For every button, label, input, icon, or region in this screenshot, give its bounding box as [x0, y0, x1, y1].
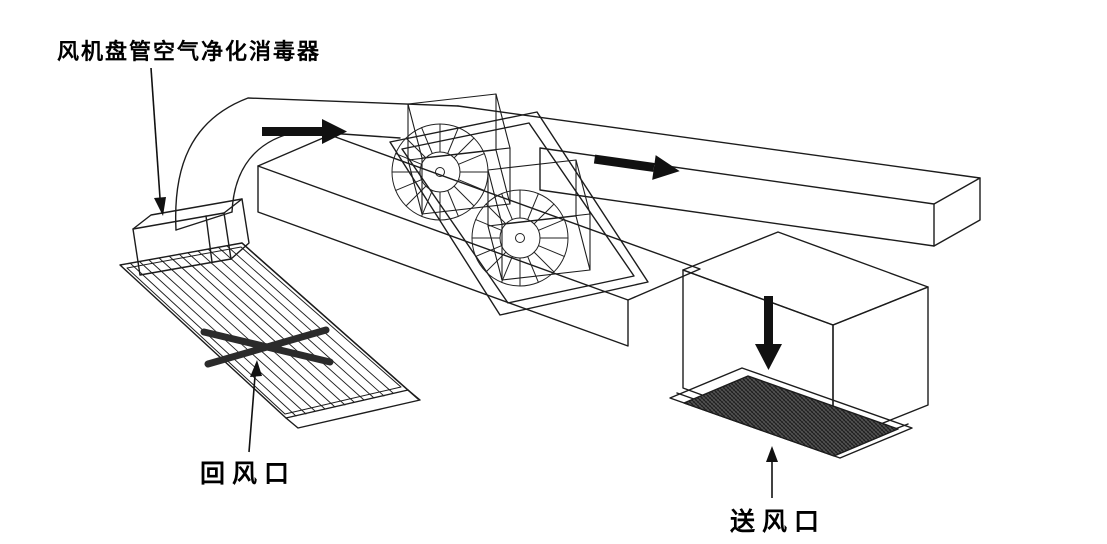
- leader-arrow-return: [248, 360, 262, 453]
- fan-impeller-right: [471, 189, 569, 287]
- fan-deck: [389, 111, 649, 316]
- flow-arrow-duct: [593, 154, 680, 180]
- flow-arrow-elbow: [262, 119, 347, 144]
- flow-arrow-supply: [755, 296, 782, 370]
- fan-impeller-left: [391, 123, 489, 221]
- device-label: 风机盘管空气净化消毒器: [57, 39, 322, 64]
- elbow-duct: [174, 97, 459, 231]
- return-air-outlet-label: 回风口: [200, 460, 297, 488]
- fan-coil-body: [257, 134, 701, 347]
- supply-air-grille: [669, 367, 913, 459]
- leader-arrow-supply: [766, 446, 778, 498]
- return-air-grille: [119, 242, 421, 429]
- leader-arrow-device: [150, 67, 166, 216]
- fan-housing-left: [407, 93, 511, 215]
- main-duct: [457, 105, 981, 247]
- supply-air-outlet-label: 送风口: [730, 508, 827, 536]
- fan-housing-right: [487, 159, 591, 281]
